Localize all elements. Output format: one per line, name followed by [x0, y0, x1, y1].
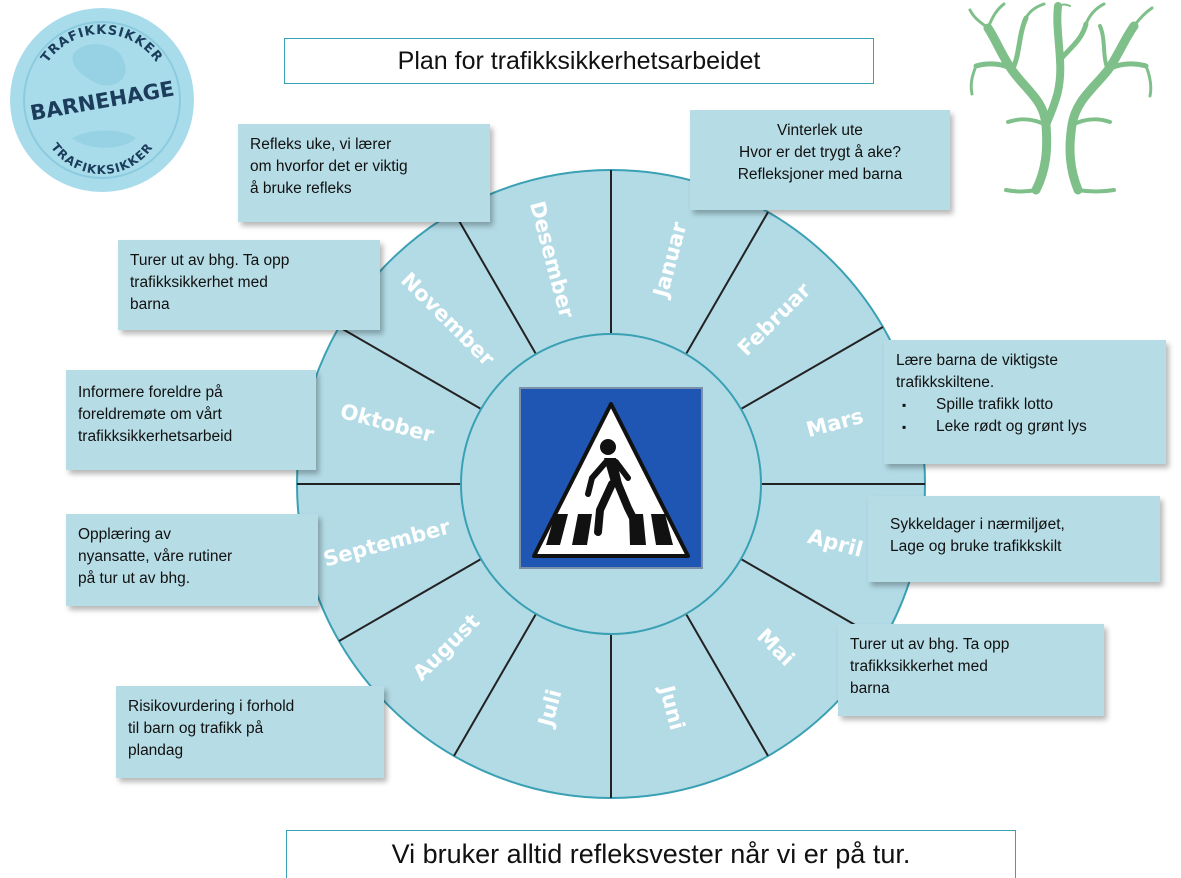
pedestrian-crossing-sign	[519, 387, 703, 569]
note-april-line: Lage og bruke trafikkskilt	[890, 538, 1062, 555]
wheel-divider	[685, 211, 769, 355]
note-august-line: til barn og trafikk på	[128, 720, 264, 737]
note-mars-bullet: Spille trafikk lotto	[902, 394, 1154, 416]
note-mai-line: barna	[850, 680, 890, 697]
note-september-line: nyansatte, våre rutiner	[78, 548, 233, 565]
footer-note: Vi bruker alltid refleksvester når vi er…	[286, 830, 1016, 878]
note-mars-bullets: Spille trafikk lotto Leke rødt og grønt …	[896, 394, 1154, 438]
note-januar: Vinterlek ute Hvor er det trygt å ake? R…	[690, 110, 950, 210]
wheel-divider	[740, 326, 884, 410]
note-april: Sykkeldager i nærmiljøet, Lage og bruke …	[868, 496, 1160, 582]
note-mars: Lære barna de viktigste trafikkskiltene.…	[884, 340, 1166, 464]
note-november-line: barna	[130, 296, 170, 313]
page-title: Plan for trafikksikkerhetsarbeidet	[284, 38, 874, 84]
note-oktober-line: Informere foreldre på	[78, 384, 223, 401]
note-januar-line: Hvor er det trygt å ake?	[739, 144, 901, 161]
note-september-line: Opplæring av	[78, 526, 172, 543]
note-oktober: Informere foreldre på foreldremøte om vå…	[66, 370, 316, 470]
note-september-line: på tur ut av bhg.	[78, 570, 191, 587]
note-mars-line: trafikkskiltene.	[896, 374, 995, 391]
note-november: Turer ut av bhg. Ta opp trafikksikkerhet…	[118, 240, 380, 330]
note-oktober-line: trafikksikkerhetsarbeid	[78, 428, 233, 445]
wheel-divider	[453, 211, 537, 355]
note-desember-line: Refleks uke, vi lærer	[250, 136, 392, 153]
wheel-divider	[338, 326, 482, 410]
note-oktober-line: foreldremøte om vårt	[78, 406, 222, 423]
wheel-divider	[453, 613, 537, 757]
note-november-line: Turer ut av bhg. Ta opp	[130, 252, 290, 269]
note-desember-line: om hvorfor det er viktig	[250, 158, 408, 175]
trafikksikker-barnehage-logo: TRAFIKKSIKKER BARNEHAGE TRAFIKKSIKKER	[10, 8, 194, 192]
note-mai-line: trafikksikkerhet med	[850, 658, 988, 675]
wheel-divider	[338, 558, 482, 642]
tree-icon	[968, 2, 1154, 195]
note-mars-line: Lære barna de viktigste	[896, 352, 1058, 369]
note-mai: Turer ut av bhg. Ta opp trafikksikkerhet…	[838, 624, 1104, 716]
logo-circle	[10, 8, 194, 192]
note-desember-line: å bruke refleks	[250, 180, 352, 197]
note-januar-line: Refleksjoner med barna	[737, 166, 903, 183]
note-august-line: plandag	[128, 742, 184, 759]
note-desember: Refleks uke, vi lærer om hvorfor det er …	[238, 124, 490, 222]
note-mai-line: Turer ut av bhg. Ta opp	[850, 636, 1010, 653]
note-august-line: Risikovurdering i forhold	[128, 698, 295, 715]
note-april-line: Sykkeldager i nærmiljøet,	[890, 516, 1065, 533]
note-mars-bullet: Leke rødt og grønt lys	[902, 416, 1154, 438]
wheel-divider	[685, 613, 769, 757]
note-september: Opplæring av nyansatte, våre rutiner på …	[66, 514, 318, 606]
note-november-line: trafikksikkerhet med	[130, 274, 268, 291]
note-januar-line: Vinterlek ute	[777, 122, 863, 139]
note-august: Risikovurdering i forhold til barn og tr…	[116, 686, 384, 778]
